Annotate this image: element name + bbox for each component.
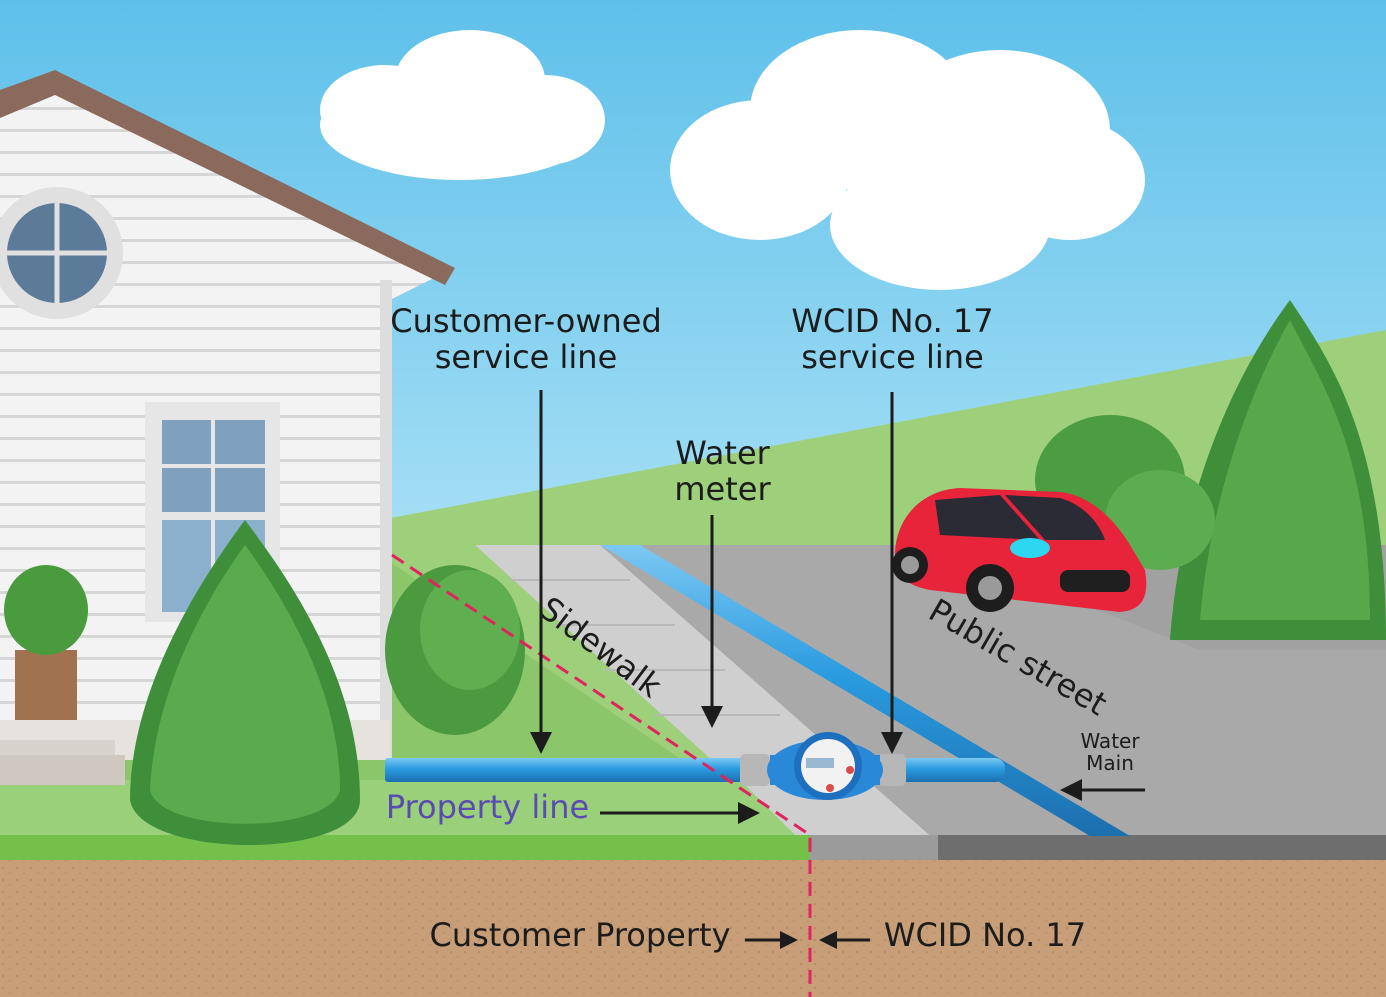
water-meter-line-2: meter — [660, 472, 785, 508]
road-strip — [938, 835, 1386, 860]
wcid-service-line-2: service line — [770, 340, 1015, 376]
grass-strip — [0, 835, 810, 860]
wcid-service-line-label: WCID No. 17 service line — [770, 304, 1015, 376]
customer-owned-line-1: Customer-owned — [388, 304, 664, 340]
meter-coupling-left — [740, 754, 770, 786]
water-main-line-2: Main — [1075, 752, 1145, 774]
customer-property-label: Customer Property — [415, 918, 745, 954]
water-meter-label: Water meter — [660, 436, 785, 508]
water-main-line-1: Water — [1075, 730, 1145, 752]
bush-center — [385, 565, 525, 735]
customer-service-pipe — [385, 758, 745, 782]
property-line-label: Property line — [380, 790, 595, 826]
wcid-property-label: WCID No. 17 — [870, 918, 1100, 954]
customer-owned-line-2: service line — [388, 340, 664, 376]
wcid-service-line-1: WCID No. 17 — [770, 304, 1015, 340]
water-main-label: Water Main — [1075, 730, 1145, 775]
curb-strip — [810, 835, 940, 860]
customer-owned-service-line-label: Customer-owned service line — [388, 304, 664, 376]
water-meter-line-1: Water — [660, 436, 785, 472]
